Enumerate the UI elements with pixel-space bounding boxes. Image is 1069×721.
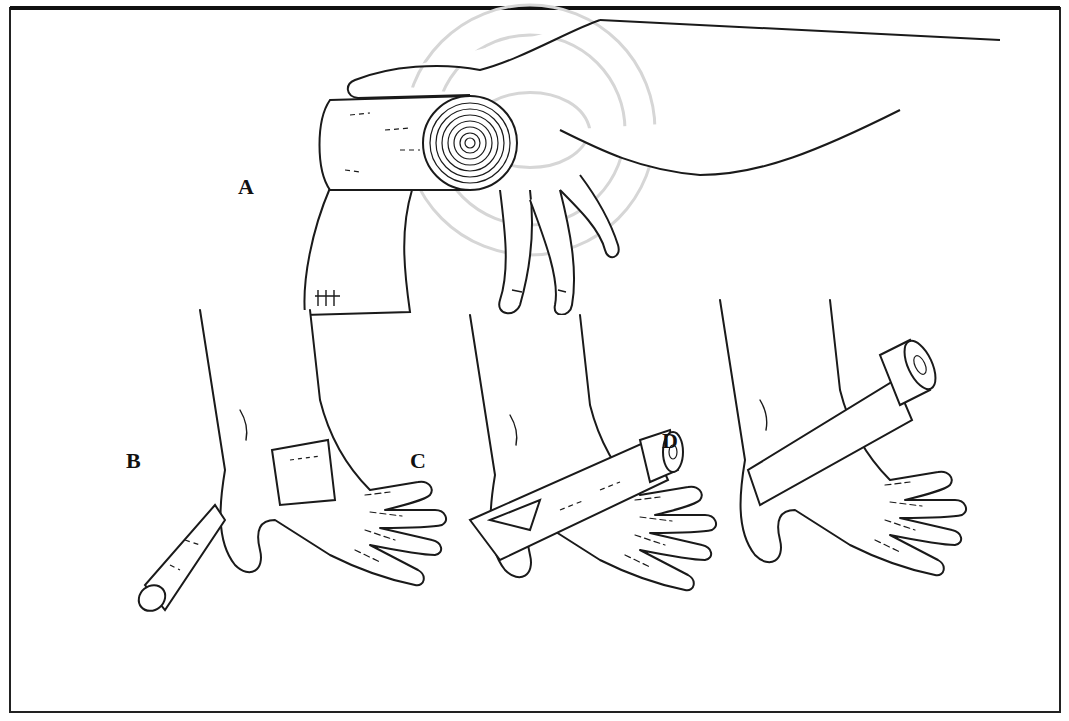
panel-letter: B bbox=[126, 450, 141, 472]
panel-a-hand bbox=[348, 20, 1000, 315]
panel-letter: D bbox=[662, 430, 678, 452]
panel-letter: C bbox=[410, 450, 426, 472]
bandage-b bbox=[134, 440, 335, 616]
panel-c-hand bbox=[470, 315, 716, 590]
panel-b-hand bbox=[200, 310, 446, 585]
bandage-roll-a bbox=[304, 96, 517, 340]
frame bbox=[10, 8, 1060, 712]
panel-letter: A bbox=[238, 176, 254, 198]
bandage-c bbox=[470, 430, 683, 560]
bandage-d bbox=[748, 336, 942, 505]
panel-d-hand bbox=[720, 300, 966, 575]
